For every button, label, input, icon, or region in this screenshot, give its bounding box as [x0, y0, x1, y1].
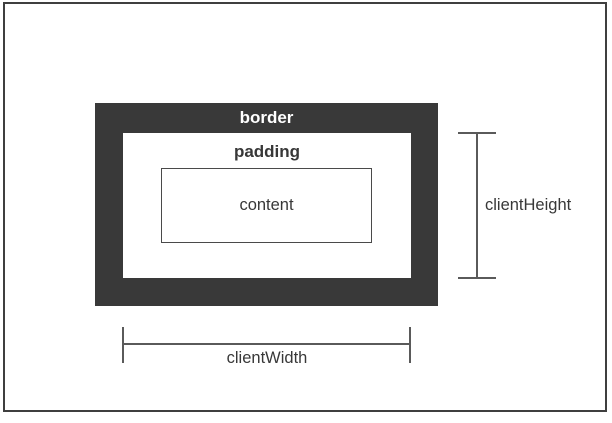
client-height-bottom-cap [458, 277, 496, 279]
client-height-label: clientHeight [485, 196, 572, 214]
client-width-line [123, 343, 411, 345]
border-box-label: border [239, 108, 294, 127]
client-height-line [476, 133, 478, 278]
padding-box-label: padding [233, 142, 301, 161]
content-box-label: content [239, 196, 294, 214]
content-box: content [161, 168, 372, 243]
client-width-right-cap [409, 327, 411, 363]
client-height-top-cap [458, 132, 496, 134]
client-width-left-cap [122, 327, 124, 363]
client-width-label: clientWidth [226, 349, 308, 367]
